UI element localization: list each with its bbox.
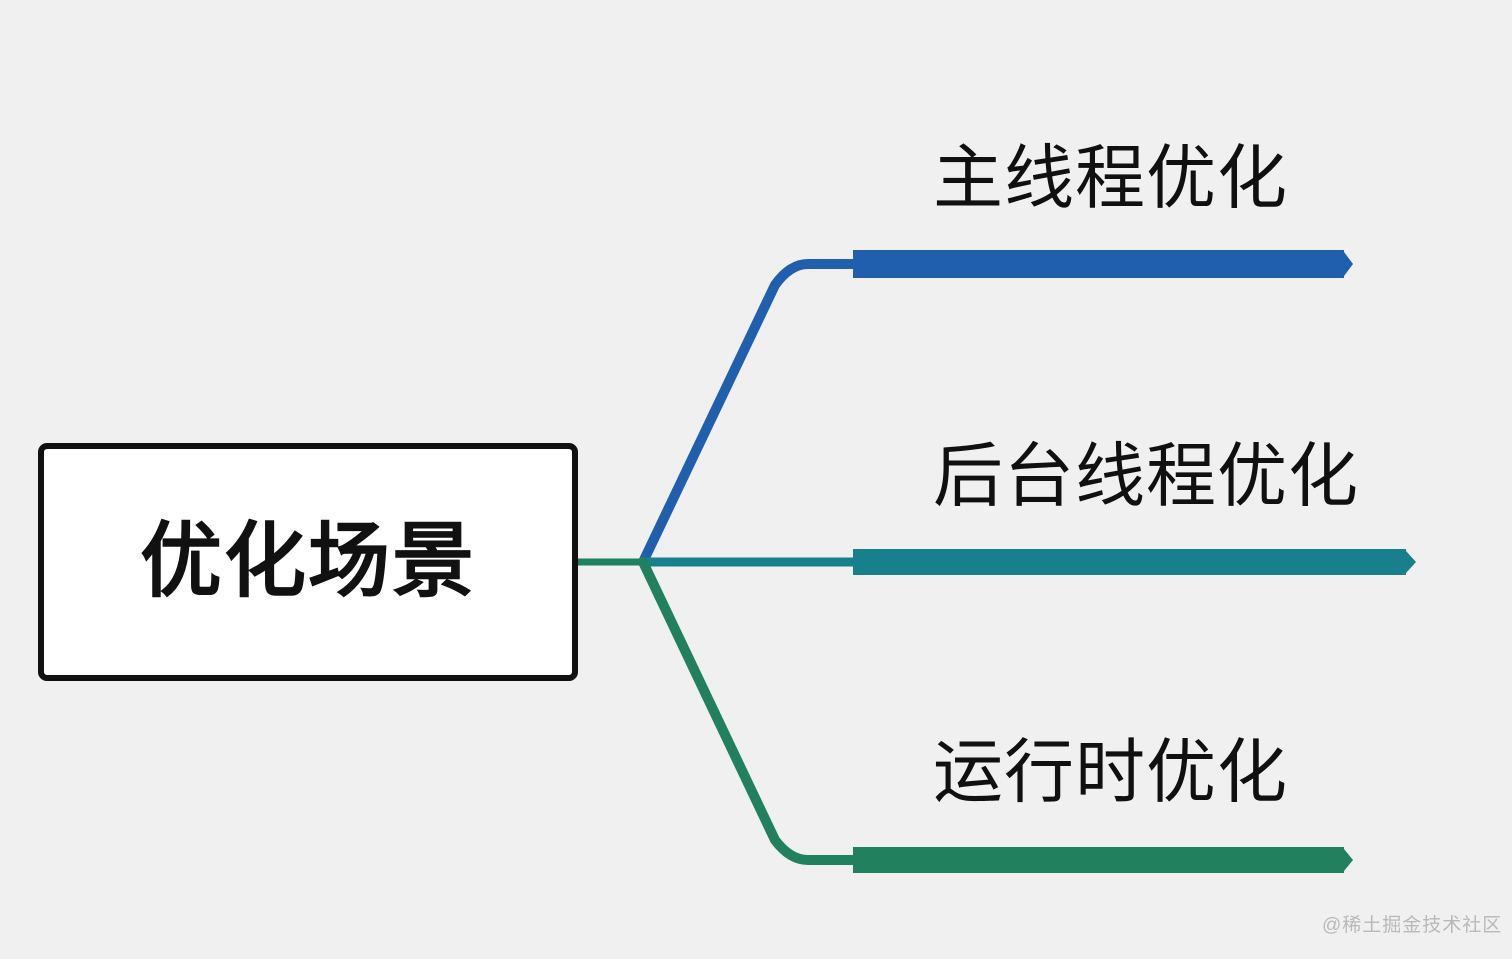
watermark: @稀土掘金技术社区 bbox=[1322, 915, 1503, 936]
branch-connector-main-thread bbox=[638, 259, 865, 567]
root-node-label: 优化场景 bbox=[139, 516, 476, 607]
branch-label-main-thread[interactable]: 主线程优化 bbox=[933, 139, 1288, 217]
branch-tip-main-thread bbox=[1344, 252, 1353, 276]
root-node[interactable]: 优化场景 bbox=[38, 443, 578, 681]
branch-connector-runtime bbox=[638, 557, 865, 865]
branch-tip-background-thread bbox=[1406, 551, 1416, 573]
branch-label-runtime[interactable]: 运行时优化 bbox=[933, 733, 1288, 811]
branch-tip-runtime bbox=[1344, 849, 1353, 871]
branch-label-background-thread[interactable]: 后台线程优化 bbox=[933, 437, 1359, 515]
